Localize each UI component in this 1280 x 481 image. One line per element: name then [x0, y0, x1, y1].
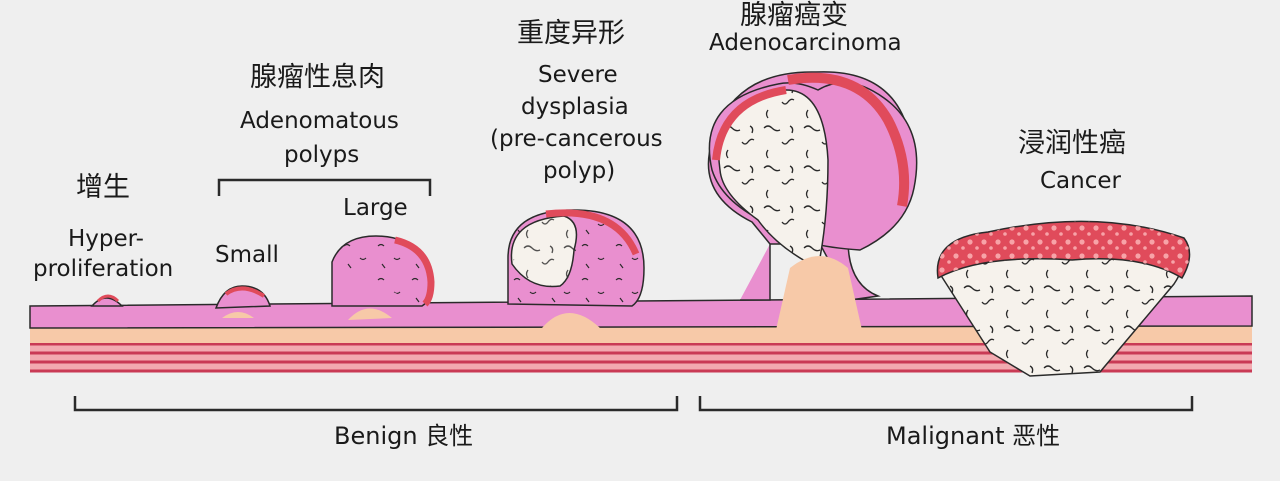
label-adenomatous-en-1: Adenomatous: [240, 108, 399, 134]
label-severe-en-1: Severe: [538, 62, 618, 88]
hyperproliferation-bump: [90, 294, 124, 307]
label-hyperproliferation-en-2: proliferation: [33, 256, 174, 282]
label-cancer-en: Cancer: [1040, 168, 1121, 194]
invasive-cancer: [936, 220, 1191, 377]
label-adenomatous-en-2: polyps: [284, 142, 360, 168]
label-small: Small: [215, 242, 279, 268]
label-benign: Benign 良性: [334, 422, 474, 450]
label-hyperproliferation-zh: 增生: [76, 172, 130, 203]
adenomatous-bracket: [217, 178, 432, 196]
label-severe-en-3: (pre-cancerous: [490, 126, 663, 152]
label-cancer-zh: 浸润性癌: [1018, 128, 1126, 159]
label-adenomatous-zh: 腺瘤性息肉: [250, 62, 385, 93]
adenocarcinoma-polyp: [707, 71, 918, 330]
benign-bracket: [73, 396, 679, 412]
severe-dysplasia-polyp: [507, 209, 645, 328]
label-large: Large: [343, 195, 408, 221]
label-adenocarcinoma-en: Adenocarcinoma: [709, 30, 902, 56]
label-severe-en-4: polyp): [543, 158, 616, 184]
label-adenocarcinoma-zh: 腺瘤癌变: [740, 0, 848, 31]
label-malignant: Malignant 恶性: [886, 422, 1061, 450]
label-hyperproliferation-en-1: Hyper-: [68, 226, 144, 252]
malignant-bracket: [698, 396, 1194, 412]
label-severe-en-2: dysplasia: [521, 94, 629, 120]
label-severe-zh: 重度异形: [517, 18, 625, 49]
large-polyp: [331, 235, 435, 320]
small-polyp: [214, 285, 271, 318]
